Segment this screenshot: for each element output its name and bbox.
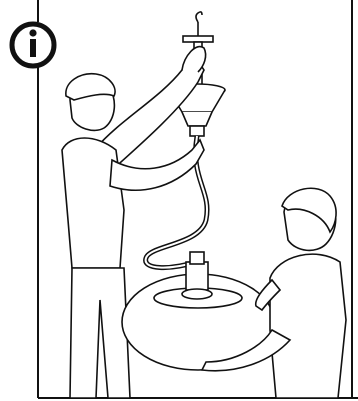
ceiling-hook [183, 12, 213, 42]
info-icon [12, 24, 54, 66]
